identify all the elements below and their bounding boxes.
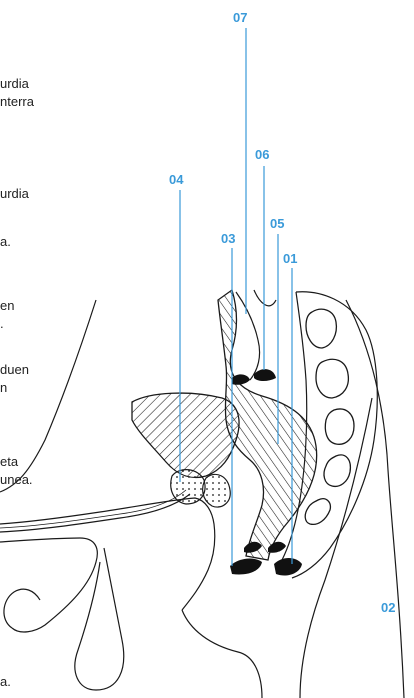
label-01: 01	[283, 251, 297, 266]
text-fragment-4: a.	[0, 234, 11, 249]
label-03: 03	[221, 231, 235, 246]
label-07: 07	[233, 10, 247, 25]
perineum-outline	[182, 610, 262, 698]
vertebra-1	[306, 309, 336, 348]
text-fragment-1: urdia	[0, 76, 29, 91]
bladder	[132, 393, 239, 477]
text-fragment-7: duen	[0, 362, 29, 377]
text-fragment-9: eta	[0, 454, 18, 469]
label-06: 06	[255, 147, 269, 162]
label-02: 02	[381, 600, 395, 615]
seminal-vesicle	[203, 474, 231, 507]
text-fragment-8: n	[0, 380, 7, 395]
vertebra-2	[316, 359, 348, 398]
text-fragment-10: unea.	[0, 472, 33, 487]
marker-lower-03	[230, 559, 262, 575]
vertebra-3	[325, 409, 354, 444]
vertebra-5	[305, 499, 330, 525]
sigmoid-upper	[236, 292, 260, 380]
glans-outline	[4, 589, 40, 628]
prostate	[171, 470, 205, 504]
text-fragment-3: urdia	[0, 186, 29, 201]
label-05: 05	[270, 216, 284, 231]
text-fragment-5: en	[0, 298, 14, 313]
penis-lower-outline	[0, 538, 97, 632]
marker-upper-left	[232, 374, 250, 384]
vertebra-4	[324, 455, 350, 486]
label-04: 04	[169, 172, 183, 187]
rectum	[218, 290, 317, 560]
text-fragment-2: nterra	[0, 94, 34, 109]
sigmoid-right	[254, 290, 276, 306]
text-fragment-11: a.	[0, 674, 11, 689]
scrotum-outline	[75, 548, 124, 690]
penis-outline	[0, 498, 215, 610]
marker-lower-01	[274, 558, 302, 576]
text-fragment-6: .	[0, 316, 4, 331]
marker-upper-right	[254, 369, 276, 381]
